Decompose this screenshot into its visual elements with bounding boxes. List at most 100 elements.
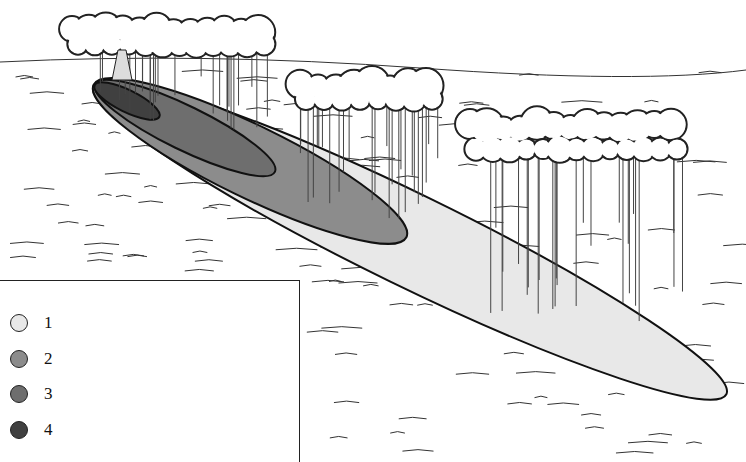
wave-stroke (276, 248, 318, 250)
wave-stroke (227, 217, 266, 219)
wave-stroke (335, 353, 357, 355)
wave-stroke (581, 414, 601, 416)
wave-stroke (193, 251, 208, 253)
wave-stroke (417, 304, 433, 306)
wave-stroke (20, 77, 39, 79)
legend-label: 3 (44, 384, 53, 404)
wave-stroke (24, 188, 54, 190)
rain-line (629, 139, 630, 293)
wave-stroke (458, 164, 477, 166)
wave-stroke (608, 393, 624, 395)
rain-line (673, 139, 674, 287)
legend-swatch (10, 314, 28, 332)
wave-stroke (456, 373, 489, 375)
cloud-fill (601, 140, 618, 157)
wave-stroke (585, 427, 604, 429)
wave-stroke (116, 195, 131, 197)
wave-stroke (87, 260, 112, 262)
cloud-puff (655, 109, 686, 140)
wave-stroke (127, 255, 147, 257)
legend-row: 1 (10, 311, 53, 335)
cloud-puff (666, 138, 687, 159)
wave-stroke (576, 234, 609, 236)
wave-stroke (723, 244, 746, 246)
rain-streaks (100, 38, 682, 321)
wave-stroke (98, 194, 112, 196)
legend-row: 3 (10, 382, 53, 406)
rain-line (682, 139, 683, 292)
wave-stroke (299, 265, 321, 267)
wave-stroke (89, 253, 113, 255)
legend-label: 2 (44, 349, 53, 369)
wave-stroke (504, 352, 524, 354)
wave-stroke (85, 224, 104, 226)
wave-stroke (616, 451, 653, 453)
wave-stroke (397, 176, 419, 178)
wave-stroke (334, 401, 359, 403)
rain-line (635, 139, 636, 306)
rain-line (372, 93, 373, 200)
wave-stroke (710, 282, 742, 284)
wave-stroke (686, 442, 702, 444)
cloud-fill (650, 139, 670, 159)
rain-line (576, 139, 577, 306)
wave-stroke (203, 207, 217, 209)
legend-row: 2 (10, 347, 53, 371)
cloud-puff (516, 139, 537, 160)
rain-line (539, 139, 540, 280)
wave-stroke (698, 194, 723, 196)
rain-line (398, 93, 399, 218)
wave-stroke (10, 256, 36, 258)
legend-swatch (10, 421, 28, 439)
cloud-fill (657, 110, 685, 138)
wave-stroke (338, 282, 377, 284)
rain-line (552, 139, 553, 309)
wave-stroke (58, 222, 79, 224)
rain-line (389, 93, 390, 218)
wave-stroke (628, 441, 668, 443)
wave-stroke (138, 201, 163, 203)
wave-stroke (547, 403, 579, 405)
wave-stroke (516, 372, 555, 374)
legend-row: 4 (10, 418, 53, 442)
wave-stroke (307, 331, 338, 333)
wave-stroke (186, 239, 213, 241)
wave-stroke (264, 100, 280, 102)
legend-label: 1 (44, 313, 53, 333)
wave-stroke (185, 269, 214, 271)
wave-stroke (507, 402, 531, 404)
wave-stroke (464, 104, 489, 106)
wave-stroke (312, 280, 344, 282)
legend-label: 4 (44, 420, 53, 440)
rain-line (528, 139, 529, 287)
rain-line (527, 139, 528, 295)
wave-stroke (10, 242, 44, 244)
wave-stroke (209, 204, 231, 206)
wave-stroke (78, 120, 90, 122)
wave-stroke (561, 101, 602, 103)
cloud-fill (583, 138, 604, 159)
clouds (59, 13, 687, 163)
cloud-fill (254, 34, 274, 54)
wave-stroke (390, 432, 405, 434)
rain-line (490, 139, 491, 313)
wave-stroke (402, 450, 433, 452)
wave-stroke (363, 284, 378, 286)
wave-stroke (418, 116, 442, 118)
wave-stroke (702, 303, 724, 305)
legend-swatch (10, 350, 28, 368)
wave-stroke (195, 260, 223, 262)
rain-line (502, 139, 503, 311)
wave-stroke (699, 71, 722, 73)
cloud-fill (517, 140, 535, 158)
wave-stroke (573, 262, 598, 264)
rain-line (639, 139, 640, 321)
wave-stroke (105, 173, 140, 175)
wave-stroke (693, 161, 727, 163)
cloud-fill (668, 140, 686, 158)
wave-stroke (240, 80, 267, 82)
legend-swatch (10, 385, 28, 403)
wave-stroke (648, 229, 675, 231)
wave-stroke (314, 115, 353, 117)
wave-stroke (494, 206, 528, 208)
